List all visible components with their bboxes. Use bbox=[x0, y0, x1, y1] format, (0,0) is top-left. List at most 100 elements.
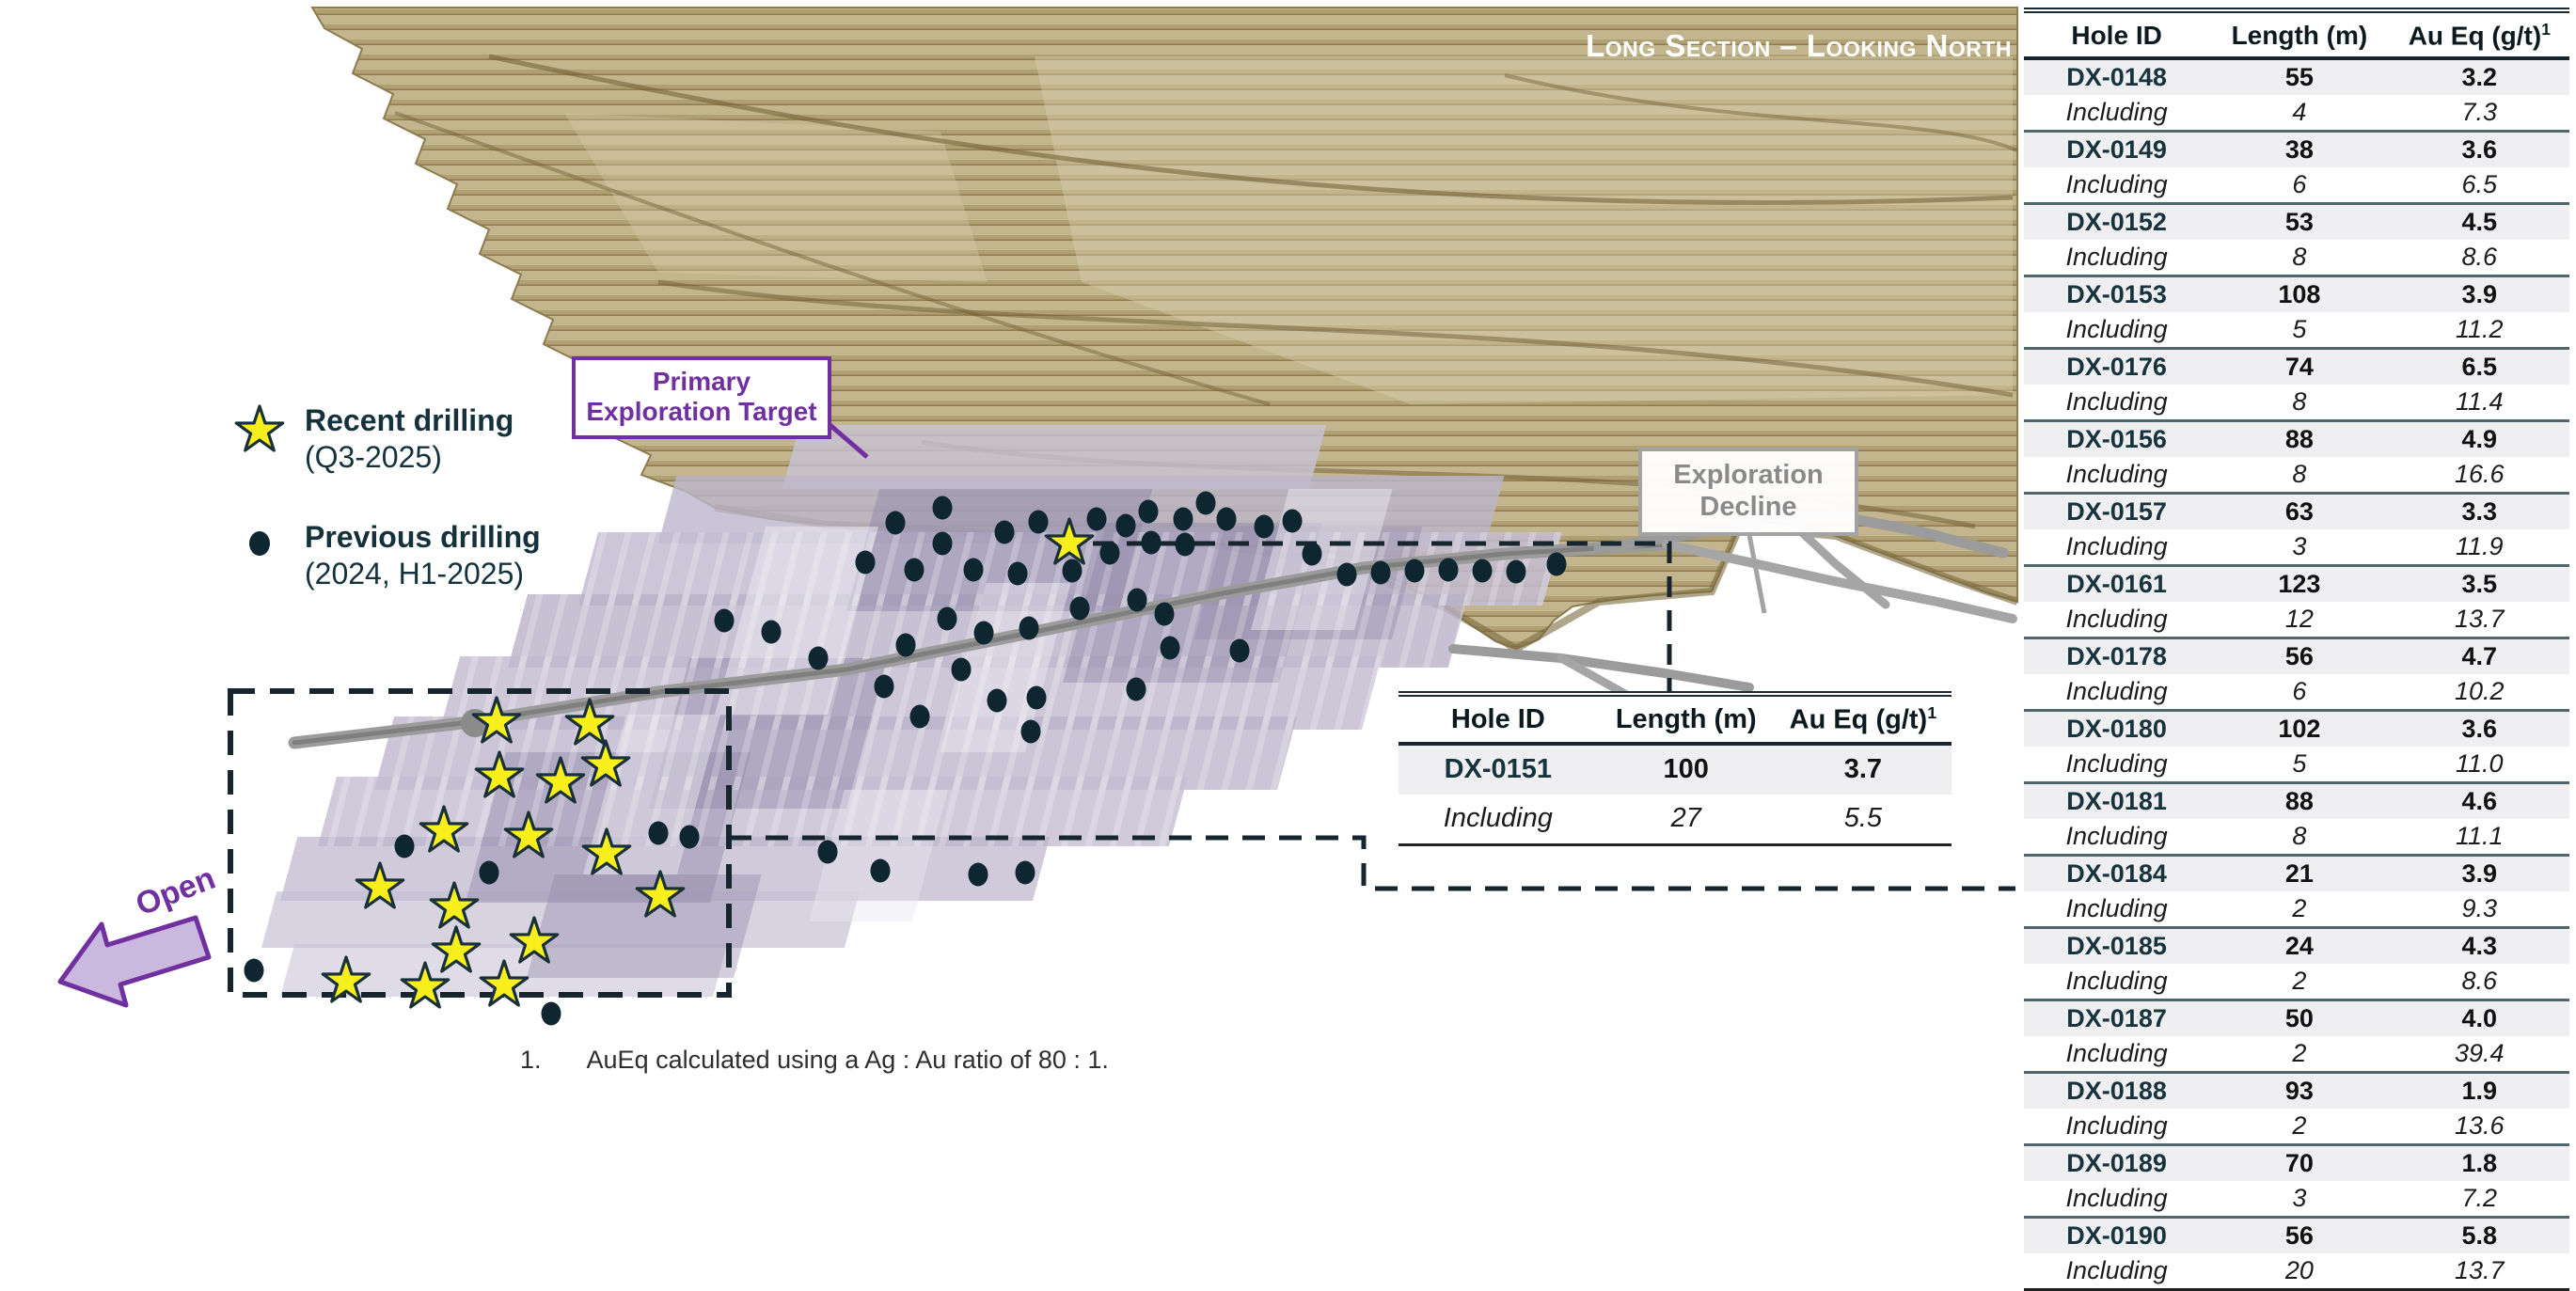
cell: 123 bbox=[2209, 565, 2390, 603]
previous-drill-hole-dot bbox=[973, 621, 994, 645]
previous-drill-hole-dot bbox=[895, 633, 916, 657]
previous-drill-hole-dot bbox=[937, 606, 957, 631]
hole-id: DX-0187 bbox=[2024, 1000, 2210, 1037]
previous-drill-hole-dot bbox=[1138, 499, 1159, 524]
cell: 20 bbox=[2209, 1253, 2390, 1290]
previous-drill-hole-dot bbox=[1254, 514, 1274, 539]
hole-id: DX-0153 bbox=[2024, 276, 2210, 313]
cell: 4.9 bbox=[2389, 420, 2569, 458]
hole-id: DX-0185 bbox=[2024, 927, 2210, 965]
previous-drill-hole-dot bbox=[1438, 558, 1459, 582]
legend-item-previous: Previous drilling (2024, H1-2025) bbox=[233, 519, 666, 592]
previous-drill-hole-dot bbox=[1099, 541, 1120, 565]
cell: 6.5 bbox=[2389, 167, 2569, 204]
primary-target-dashed-box bbox=[228, 688, 732, 998]
previous-drill-hole-dot bbox=[932, 496, 953, 520]
cell: Including bbox=[2024, 385, 2210, 421]
terrain-light-patch bbox=[1035, 56, 2013, 404]
hole-id: DX-0180 bbox=[2024, 710, 2210, 748]
previous-drill-hole-dot bbox=[968, 862, 988, 887]
cell: 3.2 bbox=[2389, 58, 2569, 96]
previous-drill-hole-dot bbox=[244, 958, 264, 983]
previous-drill-hole-dot bbox=[1216, 507, 1237, 531]
star-icon bbox=[233, 404, 286, 457]
cell: Including bbox=[2024, 1253, 2210, 1290]
previous-drill-hole-dot bbox=[870, 858, 891, 883]
hole-id: DX-0184 bbox=[2024, 855, 2210, 892]
cell: 4 bbox=[2209, 95, 2390, 132]
cell: 2 bbox=[2209, 1109, 2390, 1145]
cell: 3.6 bbox=[2389, 131, 2569, 168]
cell: 74 bbox=[2209, 348, 2390, 386]
cell: Including bbox=[2024, 891, 2210, 928]
cell: 6 bbox=[2209, 674, 2390, 711]
col-aueq: Au Eq (g/t)1 bbox=[1774, 691, 1952, 746]
cell: 4.3 bbox=[2389, 927, 2569, 965]
cell: 8 bbox=[2209, 240, 2390, 276]
cell: Including bbox=[2024, 167, 2210, 204]
cell: Including bbox=[2024, 602, 2210, 638]
cell: 6 bbox=[2209, 167, 2390, 204]
mineralized-zone-panel bbox=[261, 891, 861, 948]
col-length: Length (m) bbox=[1597, 691, 1775, 746]
cell: 5.8 bbox=[2389, 1217, 2569, 1254]
previous-drill-hole-dot bbox=[1020, 719, 1041, 744]
long-section-figure: { "scene": { "title": "Long Section – Lo… bbox=[57, 7, 2569, 1290]
cell: 8.6 bbox=[2389, 964, 2569, 1000]
previous-drill-hole-dot bbox=[1173, 507, 1193, 531]
col-aueq: Au Eq (g/t)1 bbox=[2389, 7, 2569, 61]
previous-drill-hole-dot bbox=[1160, 636, 1180, 660]
previous-drill-hole-dot bbox=[1175, 532, 1195, 557]
previous-drilling-dots bbox=[244, 491, 1567, 1026]
hole-id: DX-0152 bbox=[2024, 203, 2210, 241]
cell: Including bbox=[2024, 457, 2210, 494]
footnote: 1. AuEq calculated using a Ag : Au ratio… bbox=[520, 1046, 1109, 1075]
cell: Including bbox=[2024, 1109, 2210, 1145]
cell: Including bbox=[2024, 95, 2210, 132]
cell: 1.8 bbox=[2389, 1144, 2569, 1182]
cell: 11.4 bbox=[2389, 385, 2569, 421]
cell: 9.3 bbox=[2389, 891, 2569, 928]
col-length: Length (m) bbox=[2209, 7, 2390, 61]
cell: 11.0 bbox=[2389, 747, 2569, 783]
cell: Including bbox=[2024, 240, 2210, 276]
previous-drill-hole-dot bbox=[1472, 559, 1493, 583]
previous-drill-hole-dot bbox=[987, 688, 1007, 713]
footnote-number: 1. bbox=[520, 1046, 542, 1074]
cell: 3.6 bbox=[2389, 710, 2569, 748]
hole-id: DX-0178 bbox=[2024, 638, 2210, 675]
previous-drill-hole-dot bbox=[1195, 491, 1216, 515]
previous-drill-hole-dot bbox=[1229, 638, 1250, 663]
previous-drill-hole-dot bbox=[885, 511, 906, 535]
hole-id: DX-0161 bbox=[2024, 565, 2210, 603]
previous-drill-hole-dot bbox=[994, 520, 1015, 544]
cell: Including bbox=[2024, 1181, 2210, 1218]
legend-previous-label: Previous drilling bbox=[305, 520, 541, 555]
previous-drill-hole-dot bbox=[1336, 562, 1357, 587]
cell: 4.0 bbox=[2389, 1000, 2569, 1037]
cell: 13.6 bbox=[2389, 1109, 2569, 1145]
primary-target-label: Primary Exploration Target bbox=[572, 356, 831, 440]
hole-id: DX-0181 bbox=[2024, 782, 2210, 820]
cell: 50 bbox=[2209, 1000, 2390, 1037]
cell: Including bbox=[2024, 747, 2210, 783]
cell: 56 bbox=[2209, 638, 2390, 675]
cell: 24 bbox=[2209, 927, 2390, 965]
hole-id: DX-0190 bbox=[2024, 1217, 2210, 1254]
col-hole-id: Hole ID bbox=[2024, 7, 2210, 61]
cell: 8 bbox=[2209, 819, 2390, 856]
cell: 3 bbox=[2209, 529, 2390, 566]
cell: 3.5 bbox=[2389, 565, 2569, 603]
